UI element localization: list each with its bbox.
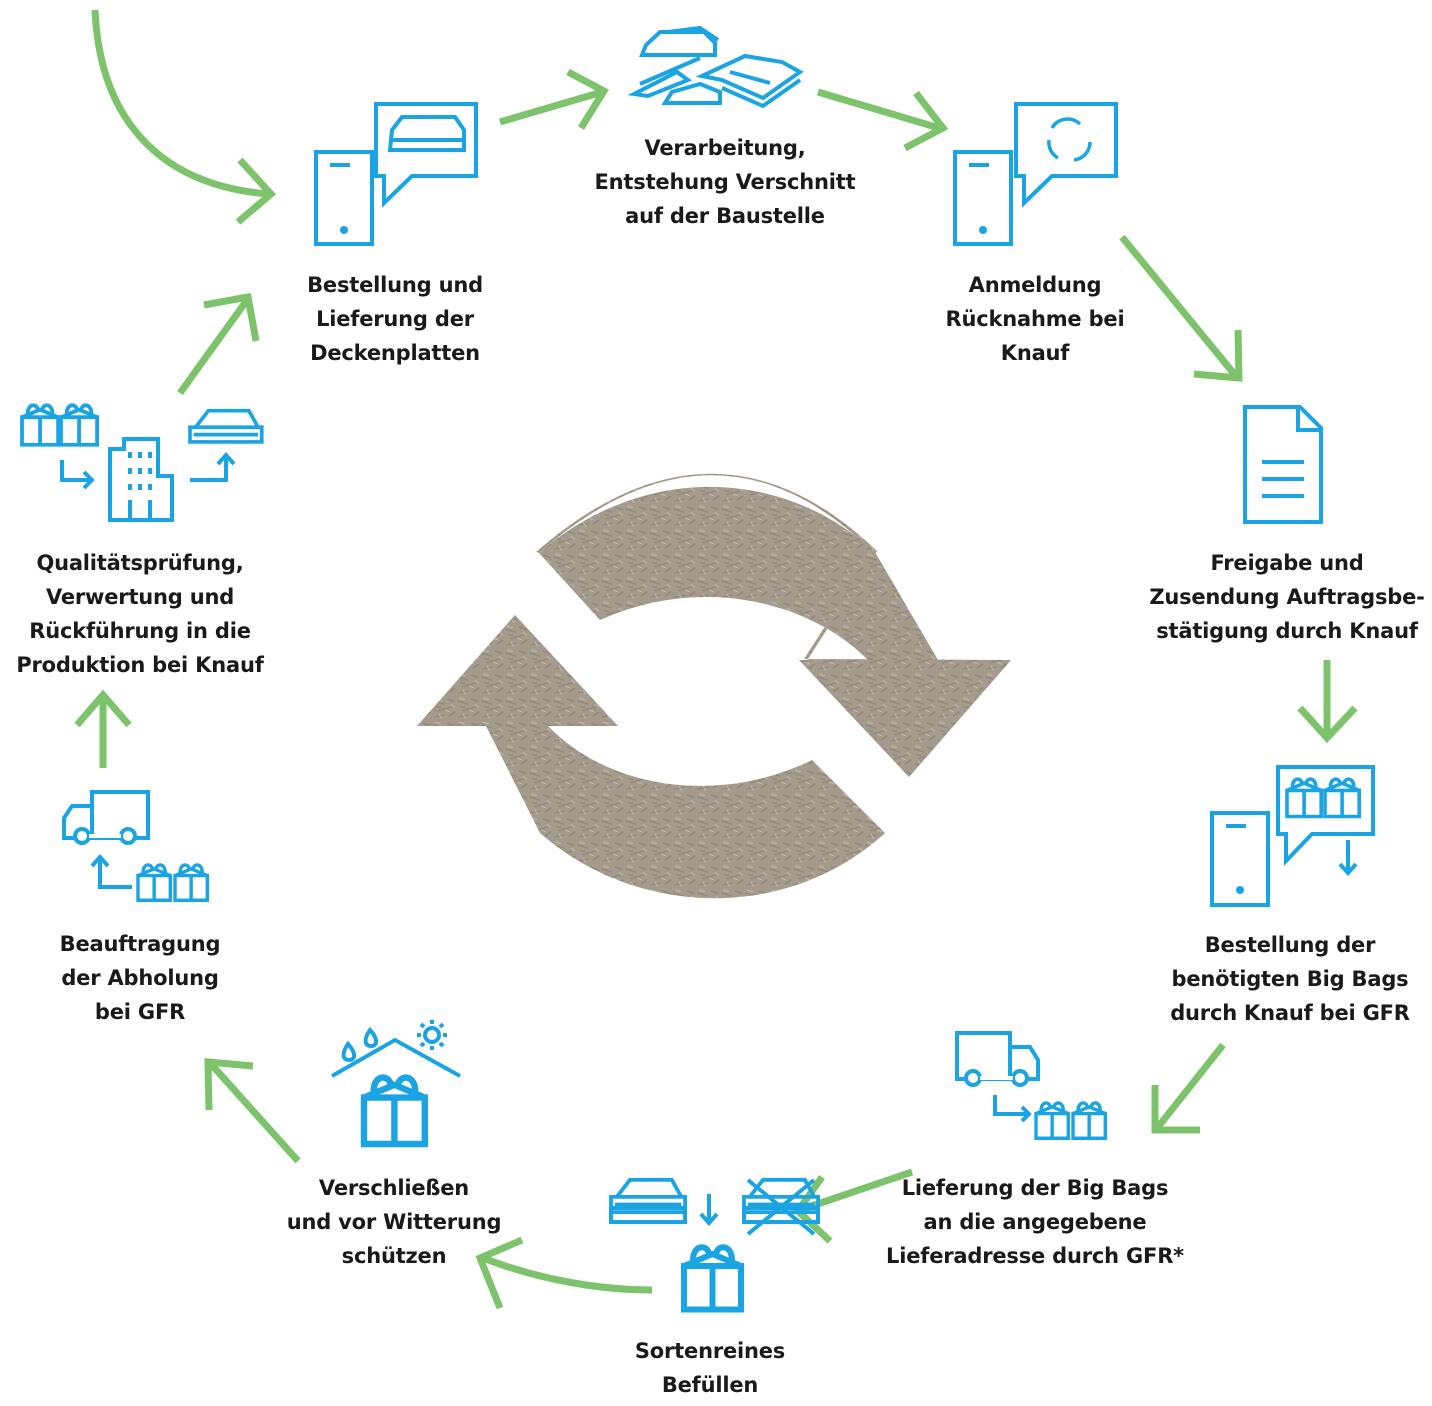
arrow-bestellung-to-verarbeitung bbox=[499, 68, 609, 130]
step-label-bigbags-bestellung: Bestellung der benötigten Big Bags durch… bbox=[1170, 933, 1410, 1025]
phone-speech-bigbags-icon bbox=[1210, 765, 1375, 907]
arrow-verschliessen-to-abholung bbox=[204, 1058, 301, 1164]
step-label-bigbags-lieferung: Lieferung der Big Bags an die angegebene… bbox=[886, 1176, 1184, 1268]
arrow-verarbeitung-to-anmeldung bbox=[817, 88, 949, 152]
step-label-qualitaet: Qualitätsprüfung, Verwertung und Rückfüh… bbox=[16, 551, 264, 677]
arrow-freigabe-to-bigbags bbox=[1297, 660, 1358, 744]
step-label-abholung: Beauftragung der Abholung bei GFR bbox=[59, 932, 221, 1024]
phone-speech-recycle-icon bbox=[953, 102, 1118, 246]
arrow-abholung-to-qualitaet bbox=[74, 689, 132, 768]
step-label-bestellung: Bestellung und Lieferung der Deckenplatt… bbox=[307, 273, 483, 365]
arrow-bigbags-to-lieferung bbox=[1151, 1042, 1226, 1134]
arrow-befuellen-to-verschliessen bbox=[475, 1236, 653, 1310]
truck-bigbags-icon bbox=[955, 1031, 1108, 1140]
step-label-befuellen: Sortenreines Befüllen bbox=[634, 1339, 786, 1397]
step-label-verarbeitung: Verarbeitung, Entstehung Verschnitt auf … bbox=[594, 136, 856, 228]
flow-arrows bbox=[74, 9, 1358, 1310]
bigbags-factory-panel-icon bbox=[20, 403, 264, 522]
arrow-anmeldung-to-freigabe bbox=[1119, 234, 1243, 382]
document-icon bbox=[1243, 405, 1323, 524]
step-label-anmeldung: Anmeldung Rücknahme bei Knauf bbox=[945, 273, 1125, 365]
truck-pickup-bigbags-icon bbox=[62, 790, 210, 902]
recycle-arrows-icon bbox=[417, 473, 1011, 899]
panels-into-bigbag-icon bbox=[609, 1177, 820, 1310]
bigbag-under-roof-icon bbox=[331, 1020, 461, 1144]
step-label-verschliessen: Verschließen und vor Witterung schützen bbox=[286, 1176, 502, 1268]
step-label-freigabe: Freigabe und Zusendung Auftragsbe- stäti… bbox=[1149, 551, 1425, 643]
panels-pile-icon bbox=[627, 25, 804, 109]
arrow-qualitaet-to-bestellung bbox=[177, 292, 260, 396]
entry-arrow bbox=[91, 9, 277, 225]
phone-speech-panel-icon bbox=[314, 102, 478, 246]
